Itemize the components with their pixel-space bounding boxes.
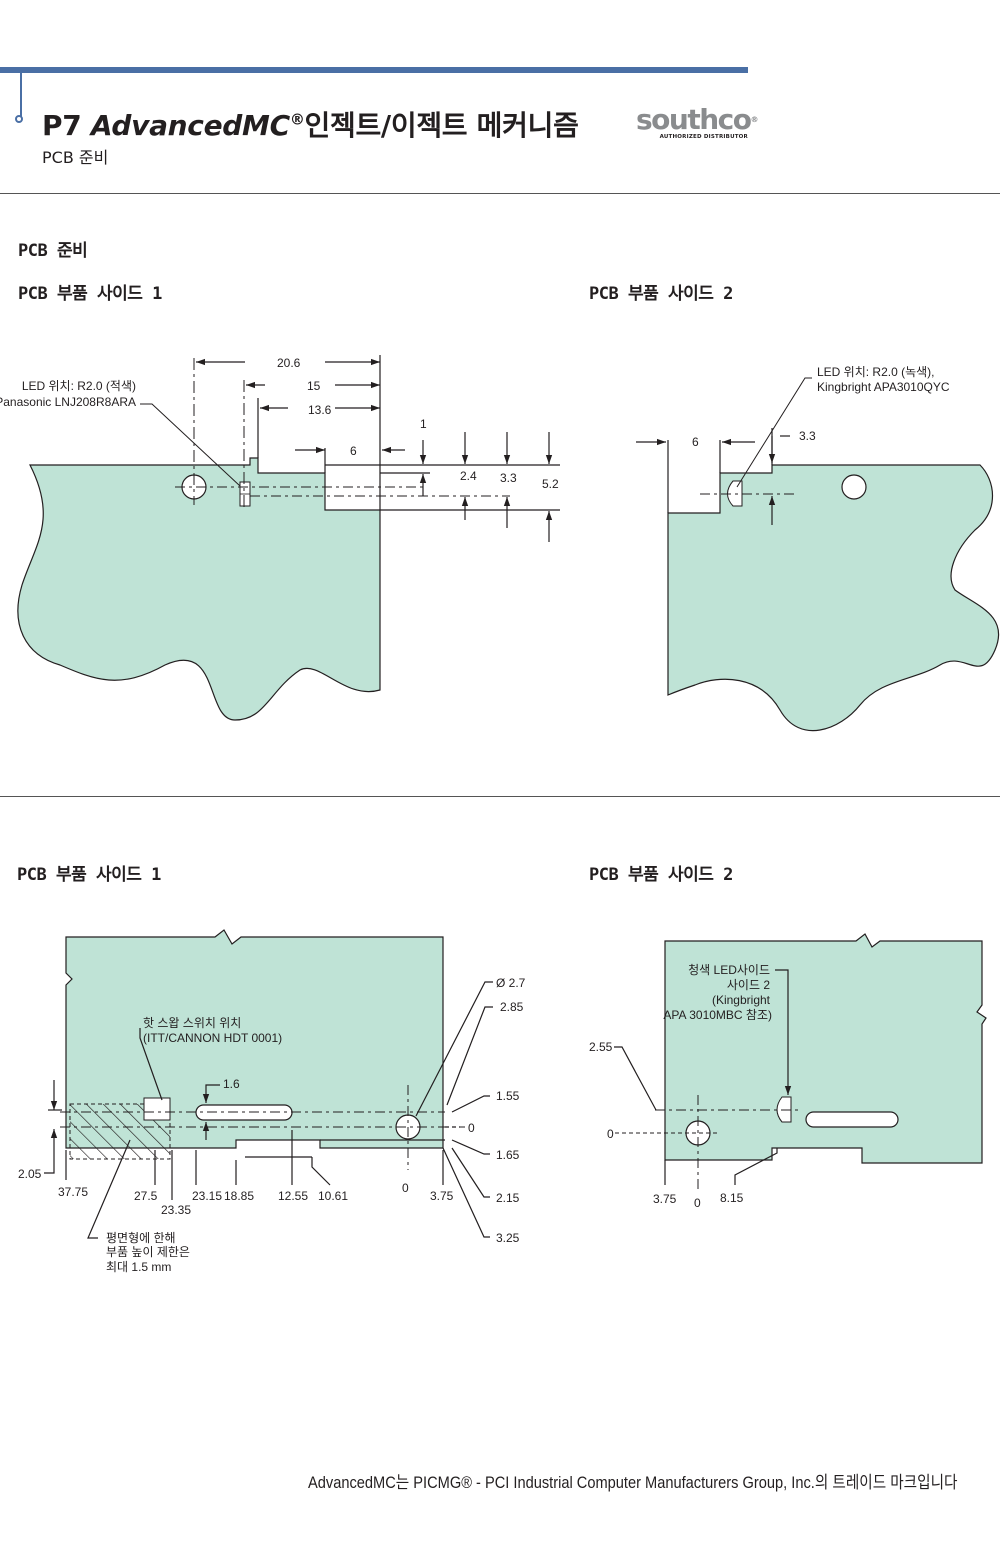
d4-dim-3-75: 3.75 [653, 1192, 677, 1206]
title-reg: ® [289, 110, 305, 129]
d4-dim-0-left: 0 [607, 1127, 614, 1141]
d3-dim-23-15: 23.15 [192, 1189, 222, 1203]
d1-led-label-2: Panasonic LNJ208R8ARA [0, 395, 136, 409]
d3-dim-2-05: 2.05 [18, 1167, 42, 1181]
d3-dim-0-bottom: 0 [402, 1181, 409, 1195]
label-top-right: PCB 부품 사이드 2 [589, 284, 733, 304]
d3-switch-label-2: (ITT/CANNON HDT 0001) [143, 1031, 282, 1045]
d3-dim-0-right: 0 [468, 1121, 475, 1135]
d2-led-label-1: LED 위치: R2.0 (녹색), [817, 365, 935, 379]
board-outline-1 [17, 457, 381, 721]
logo-text-right: hco [699, 103, 752, 136]
d3-planar-label-3: 최대 1.5 mm [106, 1260, 171, 1274]
d3-dim-1-6: 1.6 [223, 1077, 240, 1091]
diagram2-labels: LED 위치: R2.0 (녹색), Kingbright APA3010QYC… [692, 365, 950, 449]
d1-led-label-1: LED 위치: R2.0 (적색) [22, 379, 136, 393]
d4-led-label-1: 청색 LED사이드 [688, 963, 770, 977]
diagram-side2-top [636, 377, 1000, 732]
label-bottom-right: PCB 부품 사이드 2 [589, 865, 733, 885]
d4-dim-0-bottom: 0 [694, 1196, 701, 1210]
label-top-left: PCB 부품 사이드 1 [18, 284, 162, 304]
d1-dim-1: 1 [420, 417, 427, 431]
slot-4 [805, 1111, 899, 1128]
board-outline-4 [664, 933, 987, 1164]
page-title: P7 AdvancedMC®인젝트/이젝트 메커니즘 [42, 104, 579, 144]
board-outline-2 [667, 464, 1000, 732]
divider-middle [0, 796, 1000, 797]
d4-led-label-2: 사이드 2 [727, 978, 770, 992]
d3-dim-12-55: 12.55 [278, 1189, 308, 1203]
d3-dim-dia: Ø 2.7 [496, 976, 526, 990]
d3-dim-2-15: 2.15 [496, 1191, 520, 1205]
header-accent-line [20, 73, 22, 117]
d1-dim-2-4: 2.4 [460, 469, 477, 483]
logo-subtitle: AUTHORIZED DISTRIBUTOR [659, 134, 748, 140]
mount-hole-2 [841, 474, 867, 500]
d3-dim-2-85: 2.85 [500, 1000, 524, 1014]
title-prefix: P7 [42, 109, 91, 142]
d1-dim-6: 6 [350, 444, 357, 458]
d4-dim-8-15: 8.15 [720, 1191, 744, 1205]
d1-dim-20-6: 20.6 [277, 356, 301, 370]
d1-dim-15: 15 [307, 379, 321, 393]
header-accent-bar [0, 67, 748, 73]
d3-dim-27-5: 27.5 [134, 1189, 158, 1203]
logo-text-t: t [687, 103, 700, 136]
d4-led-label-4: APA 3010MBC 참조) [663, 1008, 772, 1022]
d2-dim-3-3: 3.3 [799, 429, 816, 443]
section-heading: PCB 준비 [18, 241, 88, 261]
switch-footprint [143, 1097, 171, 1121]
diagram-side1-top [17, 355, 560, 721]
d3-planar-label-1: 평면형에 한해 [106, 1231, 176, 1245]
led-footprint-2 [727, 480, 743, 507]
d3-dim-3-25: 3.25 [496, 1231, 520, 1245]
d3-dim-18-85: 18.85 [224, 1189, 254, 1203]
d3-dim-1-65: 1.65 [496, 1148, 520, 1162]
d1-dim-3-3: 3.3 [500, 471, 517, 485]
header-accent-dot [15, 115, 23, 123]
diagram4-labels: 청색 LED사이드 사이드 2 (Kingbright APA 3010MBC … [589, 963, 772, 1210]
d3-dim-37-75: 37.75 [58, 1185, 88, 1199]
d3-switch-label-1: 핫 스왑 스위치 위치 [143, 1016, 241, 1030]
diagram-side1-bottom [44, 929, 493, 1239]
d3-dim-10-61: 10.61 [318, 1189, 348, 1203]
d1-dim-13-6: 13.6 [308, 403, 332, 417]
d1-dim-5-2: 5.2 [542, 477, 559, 491]
page-subtitle: PCB 준비 [42, 148, 109, 167]
divider-top [0, 193, 1000, 194]
d4-led-label-3: (Kingbright [712, 993, 771, 1007]
diagram1-labels: LED 위치: R2.0 (적색) Panasonic LNJ208R8ARA … [0, 356, 559, 491]
southco-logo: southco® AUTHORIZED DISTRIBUTOR [636, 103, 759, 141]
d3-dim-1-55: 1.55 [496, 1089, 520, 1103]
d3-planar-label-2: 부품 높이 제한은 [106, 1245, 190, 1259]
d2-dim-6: 6 [692, 435, 699, 449]
d3-dim-3-75: 3.75 [430, 1189, 454, 1203]
logo-reg: ® [750, 115, 759, 124]
diagram3-labels: 핫 스왑 스위치 위치 (ITT/CANNON HDT 0001) 평면형에 한… [18, 976, 526, 1274]
d3-dim-23-35: 23.35 [161, 1203, 191, 1217]
logo-text-left: sou [636, 103, 689, 136]
title-suffix: 인젝트/이젝트 메커니즘 [304, 109, 579, 142]
label-bottom-left: PCB 부품 사이드 1 [17, 865, 161, 885]
d2-led-label-2: Kingbright APA3010QYC [817, 380, 950, 394]
footer-trademark: AdvancedMC는 PICMG® - PCI Industrial Comp… [308, 1473, 958, 1492]
diagram-side2-bottom [614, 933, 987, 1190]
d4-dim-2-55: 2.55 [589, 1040, 613, 1054]
title-italic: AdvancedMC [90, 109, 290, 142]
